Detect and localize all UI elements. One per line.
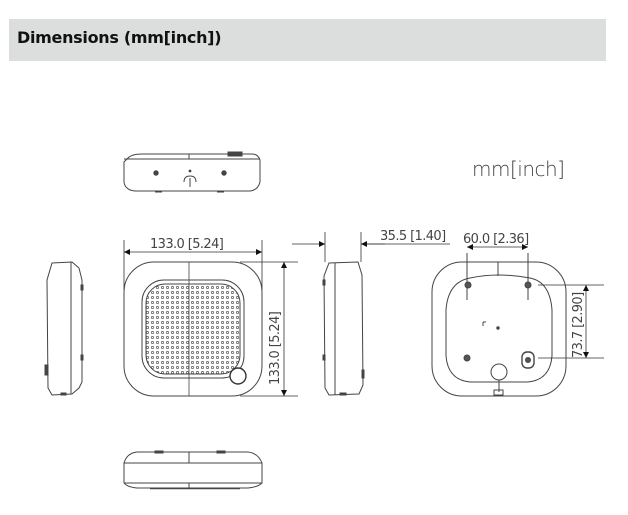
section-title: Dimensions (mm[inch]) xyxy=(17,28,222,47)
top-view xyxy=(123,151,261,193)
width-dimension-label: 133.0 [5.24] xyxy=(150,237,223,252)
height-dimension-label: 133.0 [5.24] xyxy=(268,312,283,385)
units-label: mm[inch] xyxy=(472,157,564,181)
depth-dimension xyxy=(292,232,450,262)
section-header: Dimensions (mm[inch]) xyxy=(9,19,606,61)
depth-dimension-label: 35.5 [1.40] xyxy=(380,229,446,244)
left-side-view xyxy=(44,261,84,396)
right-side-view xyxy=(322,261,365,396)
rear-view xyxy=(431,253,567,397)
mount-hole-vertical-label: 73.7 [2.90] xyxy=(571,292,586,358)
bottom-view xyxy=(123,450,263,490)
mount-hole-horizontal-label: 60.0 [2.36] xyxy=(463,232,529,247)
front-height-dimension xyxy=(240,261,298,397)
front-width-dimension xyxy=(123,240,263,290)
mount-hole-vertical-dimension xyxy=(538,284,604,359)
front-view xyxy=(123,261,263,397)
